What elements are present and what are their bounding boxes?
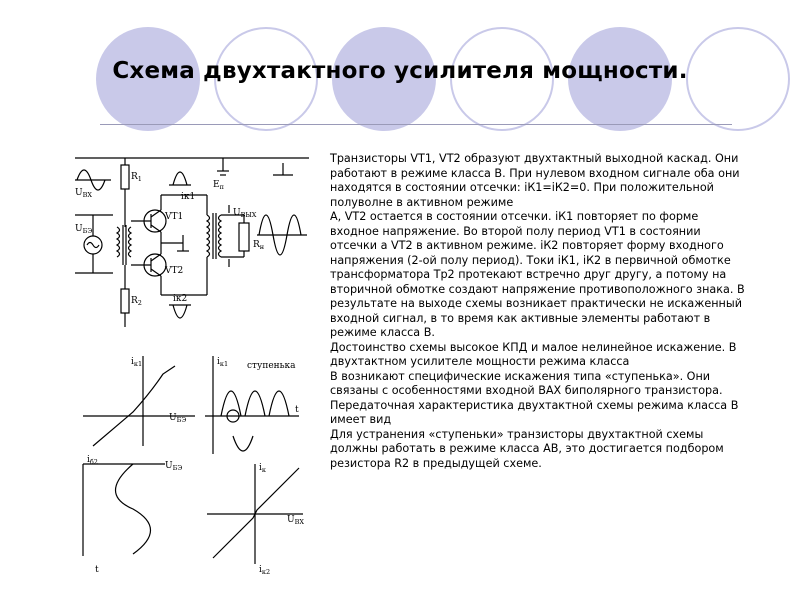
slide-title: Схема двухтактного усилителя мощности. — [112, 58, 688, 84]
label-u-bz: UБЭ — [169, 413, 186, 424]
description-paragraph-3: Достоинство схемы высокое КПД и малое не… — [330, 340, 737, 369]
decor-circle-6 — [686, 27, 790, 131]
label-u-vykh: UВЫХ — [233, 208, 257, 219]
decor-circle-3 — [332, 27, 436, 131]
description-paragraph-4: В возникают специфические искажения типа… — [330, 369, 739, 427]
characteristic-graphs-diagram: iк1 UБЭ iб2 UБЭ iк1 ступенька t iк UВХ i… — [73, 346, 311, 580]
label-i-b2: iб2 — [87, 455, 98, 466]
label-i-k1-b: iк1 — [217, 357, 228, 368]
label-ik2: iк2 — [173, 294, 187, 304]
graphs-svg: iк1 UБЭ iб2 UБЭ iк1 ступенька t iк UВХ i… — [82, 356, 304, 576]
description-text: Транзисторы VT1, VT2 образуют двухтактны… — [330, 152, 750, 471]
decor-circle-4 — [450, 27, 554, 131]
label-u-bz: UБЭ — [75, 224, 92, 235]
description-paragraph-5: Для устранения «ступеньки» транзисторы д… — [330, 427, 724, 470]
label-vt1: VT1 — [164, 212, 183, 222]
label-i-k2: iк2 — [259, 565, 270, 576]
label-vt2: VT2 — [164, 266, 183, 276]
label-stupenka: ступенька — [247, 361, 296, 371]
title-divider — [100, 124, 732, 125]
label-u-vkh: UВХ — [75, 188, 92, 199]
description-paragraph-1: Транзисторы VT1, VT2 образуют двухтактны… — [330, 152, 740, 209]
label-i-k: iк — [259, 463, 266, 474]
description-paragraph-2: А, VT2 остается в состоянии отсечки. iК1… — [330, 210, 745, 339]
label-t2: t — [95, 565, 99, 575]
decor-circle-1 — [96, 27, 200, 131]
label-r1: R1 — [131, 172, 142, 183]
label-u-bz2: UБЭ — [165, 461, 182, 472]
decor-circle-2 — [214, 27, 318, 131]
label-t: t — [295, 405, 299, 415]
label-i-k1: iк1 — [131, 357, 142, 368]
push-pull-circuit-diagram: UВХ UБЭ R1 R2 VT1 VT2 iк1 iк2 Eп UВЫХ Rн — [73, 155, 311, 331]
decor-circle-5 — [568, 27, 672, 131]
circuit-svg: UВХ UБЭ R1 R2 VT1 VT2 iк1 iк2 Eп UВЫХ Rн — [75, 157, 309, 327]
label-u-vx: UВХ — [287, 515, 304, 526]
label-rn: Rн — [253, 240, 264, 251]
label-r2: R2 — [131, 296, 142, 307]
label-e-p: Eп — [213, 180, 224, 191]
label-ik1: iк1 — [181, 192, 195, 202]
